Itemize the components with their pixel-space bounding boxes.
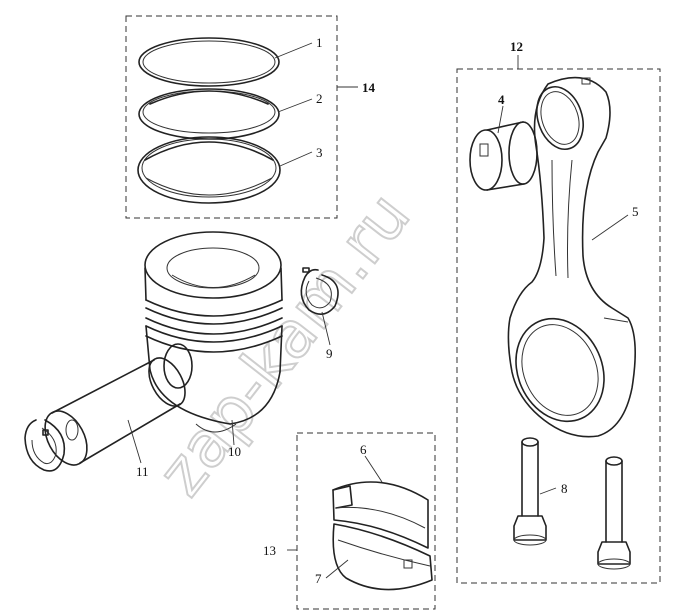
conrod-bolt-left [513, 437, 557, 546]
ring-1 [138, 37, 280, 87]
small-end-bushing [469, 105, 538, 191]
callout-5: 5 [632, 204, 639, 219]
callout-13: 13 [263, 543, 276, 558]
callout-7: 7 [315, 571, 322, 586]
bearing-shell-upper [332, 481, 429, 549]
conrod-bolt-right [597, 456, 631, 570]
callout-8: 8 [561, 481, 568, 496]
piston-pin [44, 357, 186, 466]
callout-9: 9 [326, 346, 333, 361]
ring-2 [138, 88, 280, 140]
circlip-right [300, 267, 339, 315]
callout-1: 1 [316, 35, 323, 50]
callout-4: 4 [498, 92, 505, 107]
ring-3 [137, 136, 281, 204]
callout-3: 3 [316, 145, 323, 160]
bearing-frame [296, 432, 436, 610]
callout-14: 14 [362, 80, 376, 95]
callout-2: 2 [316, 91, 323, 106]
connecting-rod [507, 76, 636, 438]
leader-9 [321, 311, 331, 346]
callout-6: 6 [360, 442, 367, 457]
leader-11 [127, 419, 142, 464]
watermark: zap-kam.ru [144, 180, 425, 510]
bearing-shell-lower [332, 523, 433, 591]
connecting-rod-group [456, 55, 661, 584]
ring-set-frame [125, 15, 338, 219]
bearing-shell-group [287, 432, 436, 610]
circlip-left [24, 419, 66, 472]
leader-10 [231, 419, 235, 446]
piston-ring-set-group [125, 15, 358, 219]
callout-11: 11 [136, 464, 149, 479]
conrod-frame [456, 68, 661, 584]
callout-10: 10 [228, 444, 241, 459]
callout-12: 12 [510, 39, 523, 54]
